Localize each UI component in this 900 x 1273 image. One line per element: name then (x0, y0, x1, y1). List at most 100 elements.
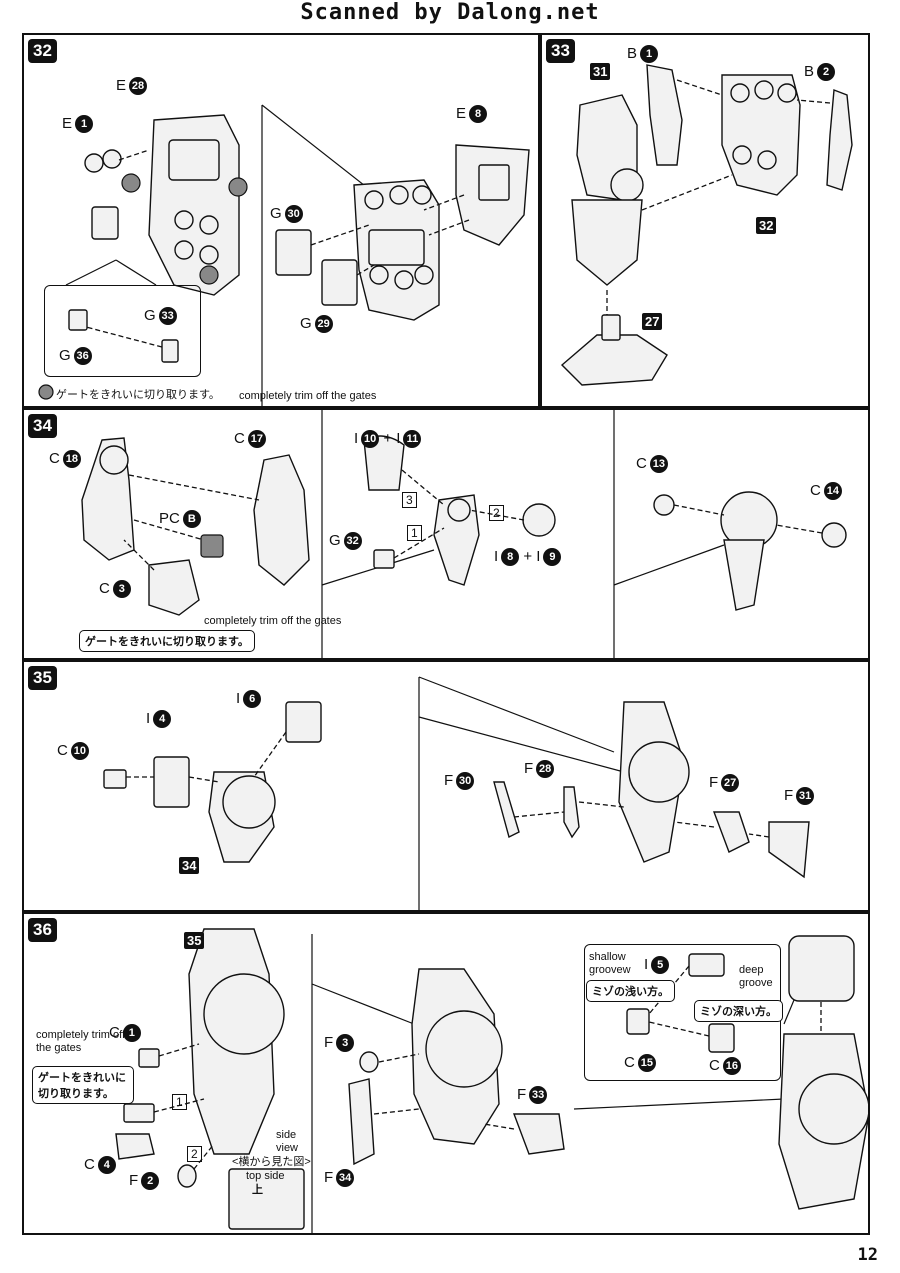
ref-step-35: 35 (184, 932, 205, 949)
part-num-1: 1 (122, 1024, 141, 1043)
part-num-2: 2 (817, 63, 836, 82)
ref-step-34: 34 (179, 857, 200, 874)
part-num-10: 10 (361, 430, 380, 449)
part-num-9: 9 (543, 548, 562, 567)
part-num-3: 3 (336, 1034, 355, 1053)
step-number-34: 34 (28, 414, 57, 438)
ref-step-31: 31 (590, 63, 611, 80)
part-num-1: 1 (75, 115, 94, 134)
part-num-4: 4 (153, 710, 172, 729)
gate-note-en: completely trim off the gates (204, 615, 342, 627)
part-num-8: 8 (501, 548, 520, 567)
part-num-28: 28 (536, 760, 555, 779)
part-num-30: 30 (284, 205, 303, 224)
step-33-illustration (560, 64, 853, 386)
side-view-label: side view (276, 1129, 299, 1154)
part-num-10: 10 (70, 742, 89, 761)
part-num-28: 28 (129, 77, 148, 96)
step-36-illustration (115, 928, 868, 1233)
part-num-31: 31 (796, 787, 815, 806)
gate-note-jp-box: ゲートをきれいに切り取ります。 (32, 1066, 134, 1104)
ref-step-27: 27 (642, 313, 663, 330)
part-num-32: 32 (343, 532, 362, 551)
part-num-30: 30 (456, 772, 475, 791)
part-num-29: 29 (314, 315, 333, 334)
deep-groove-jp: ミゾの深い方。 (694, 1000, 783, 1022)
part-num-15: 15 (637, 1054, 656, 1073)
step-35-illustration (103, 676, 810, 910)
order-1: 1 (407, 525, 422, 541)
step-number-32: 32 (28, 39, 57, 63)
gate-note-en: completely trim off the gates (36, 1029, 126, 1054)
step-number-33: 33 (546, 39, 575, 63)
part-num-27: 27 (721, 774, 740, 793)
order-2: 2 (187, 1146, 202, 1162)
part-num-b: B (182, 510, 201, 529)
part-num-2: 2 (141, 1172, 160, 1191)
part-num-4: 4 (97, 1156, 116, 1175)
part-num-33: 33 (529, 1086, 548, 1105)
gate-note-jp: ゲートをきれいに切り取ります。 (56, 389, 220, 401)
order-1: 1 (172, 1094, 187, 1110)
step-32-illustration (38, 104, 530, 406)
scan-watermark-title: Scanned by Dalong.net (300, 0, 600, 25)
deep-groove-en: deep groove (739, 964, 773, 989)
part-num-16: 16 (722, 1057, 741, 1076)
top-kanji: 上 (252, 1184, 263, 1196)
shallow-groove-jp: ミゾの浅い方。 (586, 980, 675, 1002)
part-num-34: 34 (336, 1169, 355, 1188)
gate-note-en: completely trim off the gates (239, 390, 377, 402)
step-34-illustration (81, 410, 847, 658)
part-num-33: 33 (158, 307, 177, 326)
gate-note-jp-box: ゲートをきれいに切り取ります。 (79, 630, 255, 652)
page-number: 12 (857, 1245, 878, 1265)
part-num-6: 6 (243, 690, 262, 709)
part-num-8: 8 (469, 105, 488, 124)
part-num-1: 1 (640, 45, 659, 64)
top-view-jp: <横から見た図> (232, 1156, 311, 1168)
part-num-14: 14 (823, 482, 842, 501)
part-num-17: 17 (247, 430, 266, 449)
part-num-13: 13 (649, 455, 668, 474)
order-2: 2 (489, 505, 504, 521)
part-num-5: 5 (651, 956, 670, 975)
inset-box (44, 285, 201, 377)
shallow-groove-en: shallow groovew (589, 951, 631, 976)
